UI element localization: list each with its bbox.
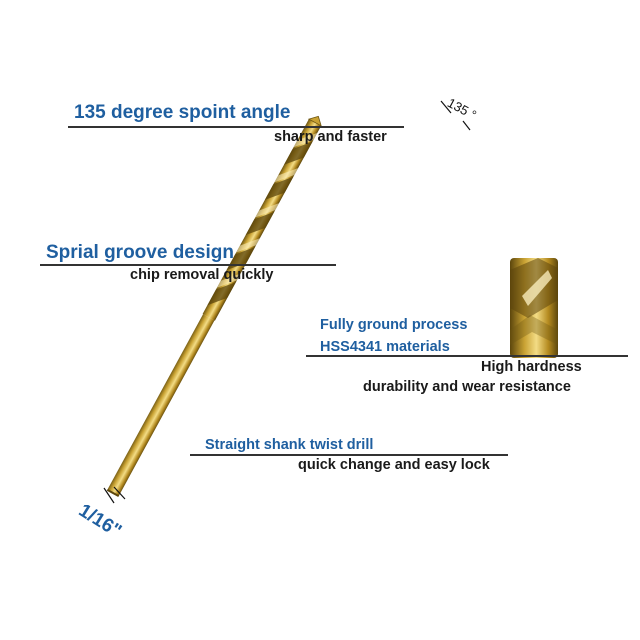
angle-indicator <box>440 100 471 131</box>
feature-title-point-angle: 135 degree spoint angle <box>74 102 291 123</box>
divider-ground-process <box>306 355 628 357</box>
diameter-indicator <box>103 486 126 504</box>
drill-point <box>307 115 322 127</box>
drill-tip-closeup <box>510 258 558 358</box>
drill-bit <box>106 115 322 497</box>
feature-title-ground-process: Fully ground process <box>320 317 468 333</box>
feature-subtitle-hardness: High hardness <box>481 359 582 375</box>
feature-subtitle-straight-shank: quick change and easy lock <box>298 457 490 473</box>
spiral-flutes <box>207 141 313 306</box>
feature-subtitle-durability: durability and wear resistance <box>363 379 571 395</box>
divider-point-angle <box>68 126 404 128</box>
feature-title-material: HSS4341 materials <box>320 339 450 355</box>
divider-spiral-groove <box>40 264 336 266</box>
drill-shank <box>107 314 215 497</box>
divider-straight-shank <box>190 454 508 456</box>
feature-title-straight-shank: Straight shank twist drill <box>205 437 374 453</box>
feature-subtitle-spiral-groove: chip removal quickly <box>130 267 274 283</box>
feature-subtitle-point-angle: sharp and faster <box>274 129 387 145</box>
feature-title-spiral-groove: Sprial groove design <box>46 242 234 263</box>
